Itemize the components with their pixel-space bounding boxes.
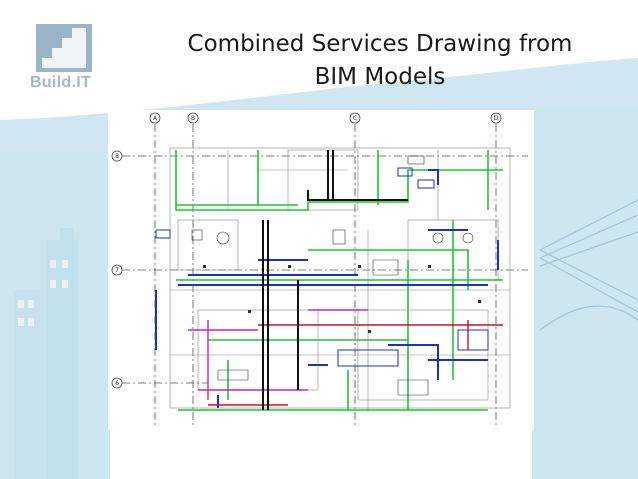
grid-bubble-c [349,112,361,124]
grid-bubble-a [149,112,161,124]
red-services [208,320,503,406]
grid-bubble-7 [111,264,123,276]
slide-title-line-2: BIM Models [314,64,446,90]
grid-label-8: 8 [115,153,119,160]
tower-1 [14,290,40,479]
bridge-cables [539,199,638,331]
black-risers [262,150,408,410]
blue-services [155,169,499,408]
walls [169,147,511,410]
right-building [532,108,638,479]
grid-label-a: A [153,115,158,122]
blue-equipment [155,167,489,367]
green-services [175,150,503,411]
magenta-services [188,309,368,400]
tower-windows [18,260,68,326]
grid-bubble-6 [111,377,123,389]
fixtures [191,155,474,396]
logo-text: Build.IT [30,74,92,91]
slide-title-line-1: Combined Services Drawing from [187,31,573,57]
grid-bubble-b [187,112,199,124]
tower-2 [46,240,78,479]
grid-label-d: D [494,115,499,122]
tower-3 [60,228,74,248]
grid-label-6: 6 [115,380,119,387]
slide-title: Combined Services Drawing from BIM Model… [160,28,600,94]
company-logo: Build.IT [30,24,100,96]
bim-combined-services-plan: A B C D 8 7 6 [108,110,534,430]
grid-label-b: B [191,115,195,122]
grid-bubble-d [490,112,502,124]
stairs-logo-icon [36,24,92,72]
grid-bubble-8 [111,150,123,162]
grid-label-c: C [353,115,357,122]
plan-drawing-svg: A B C D 8 7 6 [111,112,528,428]
grid-label-7: 7 [115,267,119,274]
small-fittings [203,265,481,333]
